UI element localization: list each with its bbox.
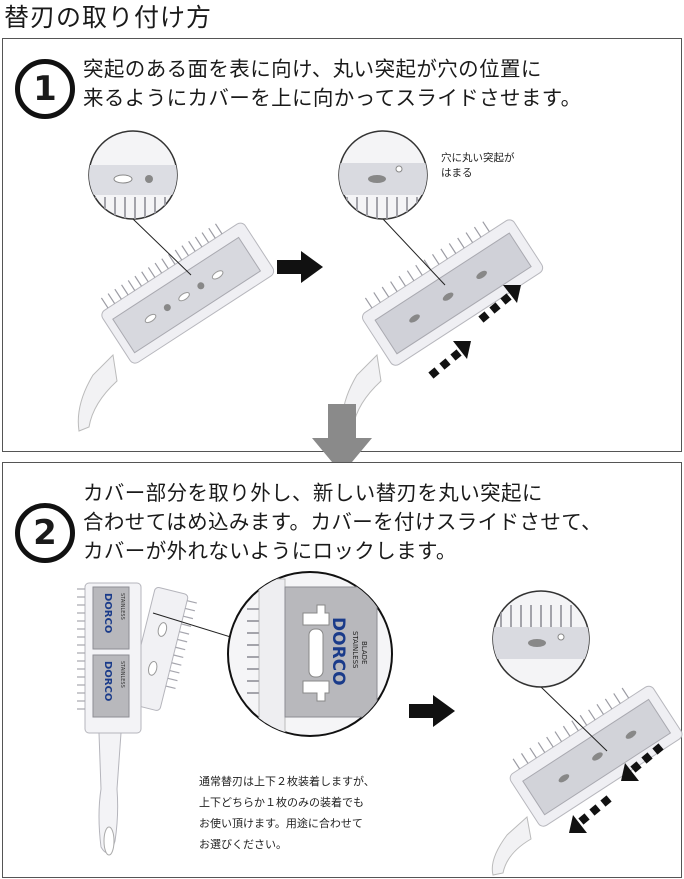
step-2-line-1: カバー部分を取り外し、新しい替刃を丸い突起に — [83, 481, 543, 505]
callout-line-2: はまる — [441, 167, 473, 179]
arrow-right-icon — [277, 251, 323, 283]
blade-brand-label: DORCO — [102, 661, 113, 701]
comb-before-illustration — [77, 130, 275, 432]
arrow-right-icon — [409, 695, 455, 727]
step-1-line-1: 突起のある面を表に向け、丸い突起が穴の位置に — [83, 57, 542, 81]
callout-line-1: 穴に丸い突起が — [441, 152, 515, 164]
step-1-line-2: 来るようにカバーを上に向かってスライドさせます。 — [83, 86, 582, 110]
step-1-instructions: 突起のある面を表に向け、丸い突起が穴の位置に 来るようにカバーを上に向かってスラ… — [83, 55, 582, 113]
note-line-1: 通常替刃は上下２枚装着しますが、 — [199, 775, 375, 788]
blade-closeup-text-1: STAINLESS — [351, 631, 359, 669]
blade-brand-label: DORCO — [102, 593, 113, 633]
callout-holes: 穴に丸い突起が はまる — [441, 151, 515, 181]
arrow-diagonal-icon — [428, 341, 471, 379]
note-line-3: お使い頂けます。用途に合わせて — [199, 817, 363, 830]
page-title: 替刃の取り付け方 — [4, 3, 213, 32]
step-2-number: 2 — [15, 503, 75, 563]
blade-closeup-illustration: DORCO STAINLESS BLADE — [227, 571, 393, 737]
blade-closeup-text-2: BLADE — [360, 641, 368, 664]
blade-text-label: STAINLESS — [119, 593, 125, 620]
step-2-line-3: カバーが外れないようにロックします。 — [83, 539, 457, 563]
step-2-panel: 2 カバー部分を取り外し、新しい替刃を丸い突起に 合わせてはめ込みます。カバーを… — [2, 462, 683, 878]
arrow-diagonal-icon — [569, 795, 612, 833]
step-2-instructions: カバー部分を取り外し、新しい替刃を丸い突起に 合わせてはめ込みます。カバーを付け… — [83, 479, 602, 566]
blade-text-label: STAINLESS — [119, 661, 125, 688]
arrow-down-icon — [312, 404, 372, 474]
arrow-diagonal-icon — [621, 743, 664, 781]
blade-usage-note: 通常替刃は上下２枚装着しますが、 上下どちらか１枚のみの装着でも お使い頂けます… — [199, 771, 375, 855]
arrow-diagonal-icon — [478, 285, 521, 323]
note-line-4: お選びください。 — [199, 838, 287, 851]
step-1-number: 1 — [15, 59, 75, 119]
note-line-2: 上下どちらか１枚のみの装着でも — [199, 796, 364, 809]
step-2-line-2: 合わせてはめ込みます。カバーを付けスライドさせて、 — [83, 510, 603, 534]
comb-with-blades-illustration: DORCO DORCO STAINLESS STAINLESS — [77, 582, 197, 856]
blade-closeup-brand: DORCO — [328, 617, 348, 686]
step-1-panel: 1 突起のある面を表に向け、丸い突起が穴の位置に 来るようにカバーを上に向かって… — [2, 38, 682, 452]
comb-assembled-illustration — [491, 590, 683, 876]
